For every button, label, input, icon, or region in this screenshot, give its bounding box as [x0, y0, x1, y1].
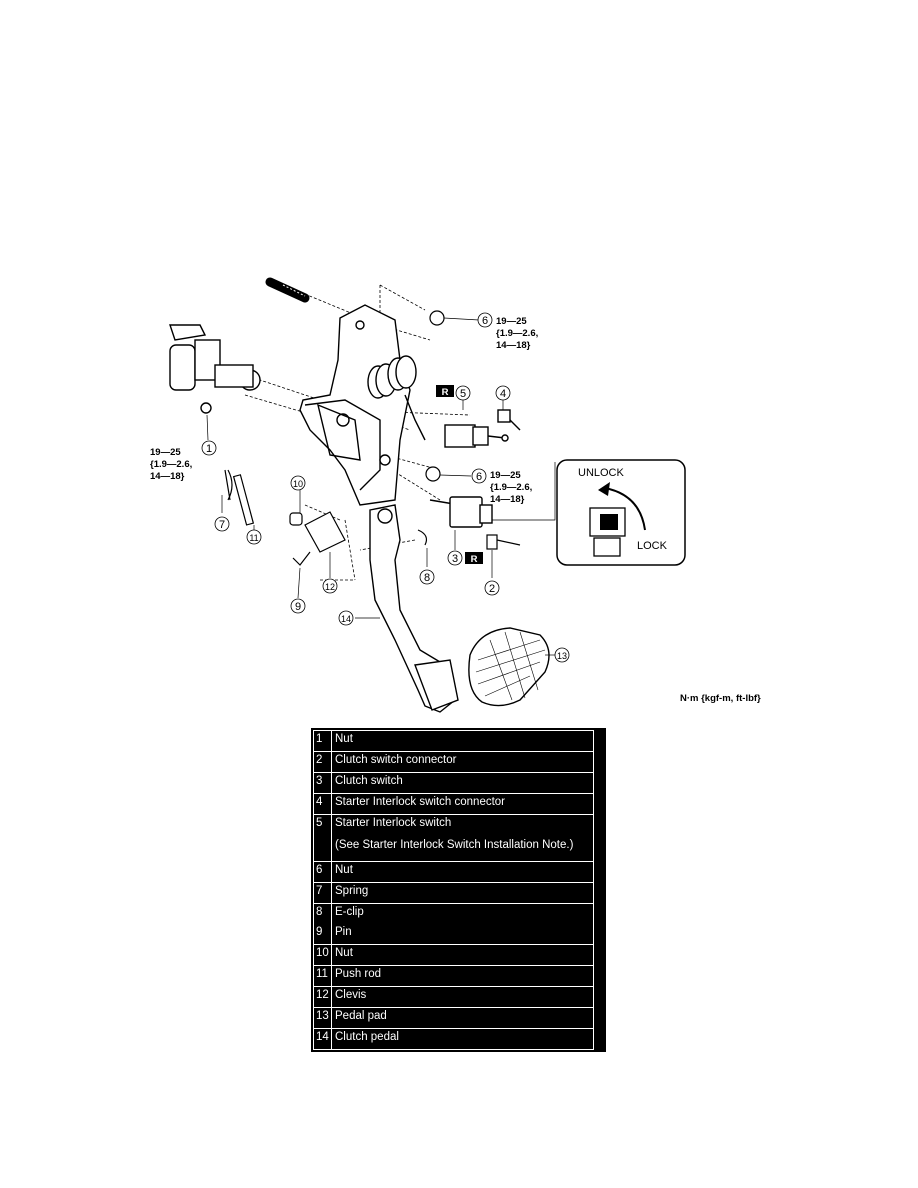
callout-13: 13	[557, 651, 567, 661]
row-desc: Nut	[331, 861, 594, 883]
units-note: N·m {kgf-m, ft-lbf}	[680, 693, 761, 704]
svg-text:19—25: 19—25	[496, 316, 527, 327]
pedal-arm	[369, 504, 459, 713]
callout-11: 11	[249, 533, 258, 543]
row-desc: Spring	[331, 882, 594, 904]
callout-9: 9	[295, 601, 301, 613]
replace-mark-3: R	[471, 554, 478, 565]
callout-6-top: 6	[482, 315, 488, 327]
return-spring	[367, 355, 426, 441]
torque-spec-top: 19—25 {1.9—2.6, 14—18}	[496, 316, 538, 351]
callout-5: 5	[460, 388, 466, 400]
callout-markers	[201, 312, 570, 663]
row-desc: Nut	[331, 944, 594, 966]
threaded-rod	[265, 277, 310, 303]
row-num: 8	[313, 903, 332, 924]
svg-text:14—18}: 14—18}	[150, 471, 185, 482]
svg-text:19—25: 19—25	[490, 470, 521, 481]
torque-spec-middle: 19—25 {1.9—2.6, 14—18}	[490, 470, 532, 505]
replace-marks: R R	[436, 385, 483, 565]
unlock-label: UNLOCK	[578, 467, 625, 479]
row-num: 13	[313, 1007, 332, 1029]
row-num: 5	[313, 814, 332, 862]
row-num: 11	[313, 965, 332, 987]
row-desc: Pin	[331, 924, 594, 945]
svg-text:{1.9—2.6,: {1.9—2.6,	[496, 328, 538, 339]
callout-7: 7	[219, 519, 225, 531]
row-num: 1	[313, 730, 332, 752]
row-num: 12	[313, 986, 332, 1008]
svg-text:{1.9—2.6,: {1.9—2.6,	[490, 482, 532, 493]
callout-3: 3	[452, 553, 458, 565]
row-desc: E-clip	[331, 903, 594, 924]
row-desc: Push rod	[331, 965, 594, 987]
row-num: 7	[313, 882, 332, 904]
small-parts	[224, 310, 521, 566]
svg-text:14—18}: 14—18}	[490, 494, 525, 505]
row-desc: Starter Interlock switch(See Starter Int…	[331, 814, 594, 862]
arrow-icon	[598, 482, 610, 496]
callout-10: 10	[293, 479, 303, 489]
row-num: 6	[313, 861, 332, 883]
row-desc: Clutch switch connector	[331, 751, 594, 773]
svg-text:14—18}: 14—18}	[496, 340, 531, 351]
row-num: 2	[313, 751, 332, 773]
callout-14: 14	[341, 614, 351, 624]
torque-spec-left: 19—25 {1.9—2.6, 14—18}	[150, 447, 192, 482]
starter-interlock-switch	[444, 409, 521, 448]
callout-2: 2	[489, 583, 495, 595]
row-num: 9	[313, 924, 332, 945]
svg-text:19—25: 19—25	[150, 447, 181, 458]
row-desc: Clutch pedal	[331, 1028, 594, 1050]
row-desc: Clutch switch	[331, 772, 594, 794]
lock-detail-inset: UNLOCK LOCK	[556, 459, 686, 566]
callout-4: 4	[500, 388, 506, 400]
callout-6-middle: 6	[476, 471, 482, 483]
row-num: 3	[313, 772, 332, 794]
callout-1: 1	[206, 443, 212, 455]
row-num: 14	[313, 1028, 332, 1050]
row-desc: Starter Interlock switch connector	[331, 793, 594, 815]
clutch-pedal-exploded-diagram: 1 2 3 4 5 6 6 7 8 9 10 11 12 13 14 R R 1…	[150, 277, 761, 713]
pedal-pad	[468, 627, 550, 707]
row-num: 10	[313, 944, 332, 966]
callout-8: 8	[424, 572, 430, 584]
callout-12: 12	[325, 582, 335, 592]
row-desc: Pedal pad	[331, 1007, 594, 1029]
lock-label: LOCK	[637, 540, 668, 552]
master-cylinder	[169, 324, 261, 414]
row-desc: Clevis	[331, 986, 594, 1008]
pedal-bracket	[299, 304, 411, 506]
clutch-switch	[429, 496, 493, 528]
row-desc: Nut	[331, 730, 594, 752]
replace-mark-5: R	[442, 387, 449, 398]
svg-text:{1.9—2.6,: {1.9—2.6,	[150, 459, 192, 470]
row-num: 4	[313, 793, 332, 815]
